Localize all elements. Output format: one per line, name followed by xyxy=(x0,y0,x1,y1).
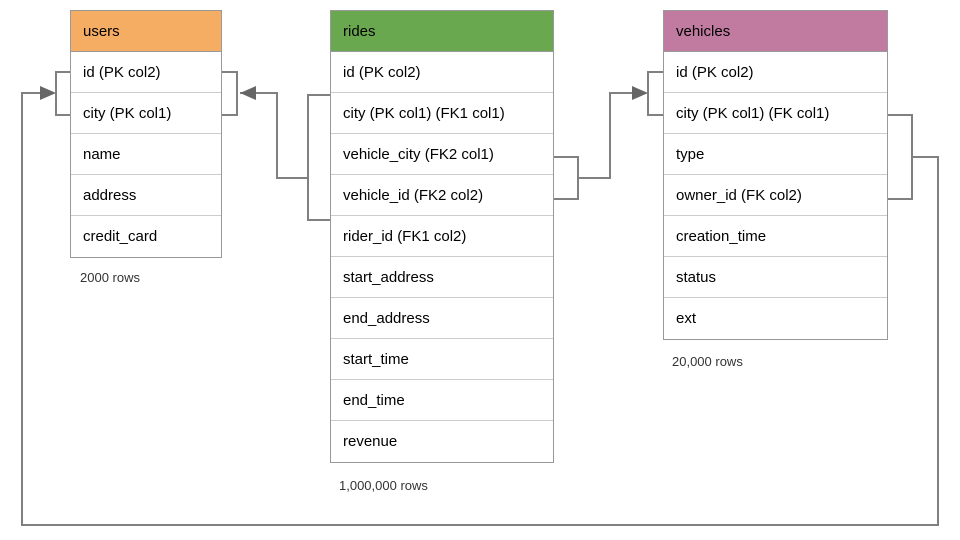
column-rides-start-time[interactable]: start_time xyxy=(331,339,553,380)
row-count-rides: 1,000,000 rows xyxy=(339,478,428,493)
arrow-head-icon xyxy=(632,86,648,100)
column-vehicles-status[interactable]: status xyxy=(664,257,887,298)
column-rides-revenue[interactable]: revenue xyxy=(331,421,553,462)
table-header-vehicles: vehicles xyxy=(664,11,887,52)
row-count-vehicles: 20,000 rows xyxy=(672,354,743,369)
connector-rides-rider-to-users xyxy=(222,71,330,221)
column-rides-rider-id[interactable]: rider_id (FK1 col2) xyxy=(331,216,553,257)
column-users-city[interactable]: city (PK col1) xyxy=(71,93,221,134)
column-rides-city[interactable]: city (PK col1) (FK1 col1) xyxy=(331,93,553,134)
column-users-credit-card[interactable]: credit_card xyxy=(71,216,221,257)
column-users-name[interactable]: name xyxy=(71,134,221,175)
table-rides[interactable]: rides id (PK col2) city (PK col1) (FK1 c… xyxy=(330,10,554,463)
column-vehicles-ext[interactable]: ext xyxy=(664,298,887,339)
connector-rides-vehicle-to-vehicles xyxy=(554,71,663,200)
table-header-users: users xyxy=(71,11,221,52)
column-vehicles-creation-time[interactable]: creation_time xyxy=(664,216,887,257)
column-rides-id[interactable]: id (PK col2) xyxy=(331,52,553,93)
column-vehicles-owner-id[interactable]: owner_id (FK col2) xyxy=(664,175,887,216)
column-vehicles-city[interactable]: city (PK col1) (FK col1) xyxy=(664,93,887,134)
column-rides-end-address[interactable]: end_address xyxy=(331,298,553,339)
column-users-id[interactable]: id (PK col2) xyxy=(71,52,221,93)
arrow-head-icon xyxy=(40,86,56,100)
column-users-address[interactable]: address xyxy=(71,175,221,216)
column-vehicles-type[interactable]: type xyxy=(664,134,887,175)
table-users[interactable]: users id (PK col2) city (PK col1) name a… xyxy=(70,10,222,258)
arrow-head-icon xyxy=(240,86,256,100)
column-rides-vehicle-id[interactable]: vehicle_id (FK2 col2) xyxy=(331,175,553,216)
row-count-users: 2000 rows xyxy=(80,270,140,285)
table-header-rides: rides xyxy=(331,11,553,52)
column-rides-end-time[interactable]: end_time xyxy=(331,380,553,421)
column-vehicles-id[interactable]: id (PK col2) xyxy=(664,52,887,93)
table-vehicles[interactable]: vehicles id (PK col2) city (PK col1) (FK… xyxy=(663,10,888,340)
column-rides-start-address[interactable]: start_address xyxy=(331,257,553,298)
column-rides-vehicle-city[interactable]: vehicle_city (FK2 col1) xyxy=(331,134,553,175)
